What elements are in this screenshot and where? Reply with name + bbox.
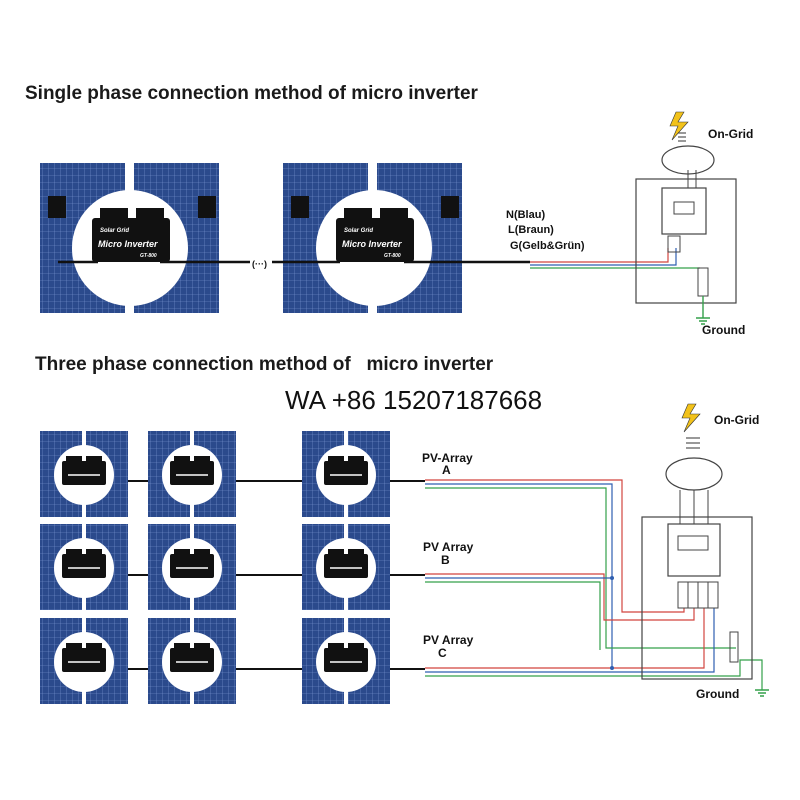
on-grid-label-single: On-Grid	[708, 127, 753, 141]
ground-label-three: Ground	[696, 687, 739, 701]
on-grid-label-three: On-Grid	[714, 413, 759, 427]
svg-text:GT-800: GT-800	[384, 253, 401, 259]
solar-panel-pair	[302, 431, 390, 517]
micro-inverter	[170, 549, 214, 578]
solar-panel-pair	[302, 618, 390, 704]
solar-panel-pair	[148, 618, 236, 704]
micro-inverter	[170, 643, 214, 672]
svg-text:GT-800: GT-800	[140, 253, 157, 259]
three-phase-title: Three phase connection method of micro i…	[35, 354, 494, 375]
array-b-label-1: PV Array	[423, 540, 474, 554]
distribution-box-three	[641, 490, 769, 697]
svg-text:Solar Grid: Solar Grid	[344, 228, 373, 234]
svg-text:Solar Grid: Solar Grid	[100, 228, 129, 234]
solar-panel-pair	[148, 524, 236, 610]
solar-panel-pair	[302, 524, 390, 610]
array-a-label-1: PV-Array	[422, 451, 473, 465]
single-phase-title: Single phase connection method of micro …	[25, 83, 479, 104]
array-c-label-2: C	[438, 646, 447, 660]
distribution-box-single	[635, 170, 737, 325]
svg-text:Micro Inverter: Micro Inverter	[98, 239, 158, 249]
micro-inverter	[324, 549, 368, 578]
grid-meter	[661, 145, 715, 175]
micro-inverter	[62, 643, 106, 672]
solar-panel-pair	[148, 431, 236, 517]
lightning-icon	[669, 111, 689, 141]
three-phase-panels	[40, 431, 425, 704]
micro-inverter	[170, 456, 214, 485]
array-a-label-2: A	[442, 463, 451, 477]
array-b-label-2: B	[441, 553, 450, 567]
lightning-icon	[681, 403, 701, 433]
micro-inverter-2: Solar Grid Micro Inverter GT-800	[336, 208, 414, 262]
solar-panel-pair	[40, 524, 128, 610]
wire-label-g: G(Gelb&Grün)	[510, 240, 585, 252]
wire-label-l: L(Braun)	[508, 224, 554, 236]
micro-inverter-1: Solar Grid Micro Inverter GT-800	[92, 208, 170, 262]
three-phase-wiring	[425, 479, 763, 690]
micro-inverter	[324, 643, 368, 672]
micro-inverter	[62, 456, 106, 485]
micro-inverter	[62, 549, 106, 578]
grid-meter-three	[665, 457, 723, 491]
solar-panel-pair	[40, 618, 128, 704]
micro-inverter	[324, 456, 368, 485]
chain-ellipsis: (···)	[252, 259, 267, 269]
contact-number: WA +86 15207187668	[285, 385, 542, 415]
ground-label-single: Ground	[702, 323, 745, 337]
array-c-label-1: PV Array	[423, 633, 474, 647]
solar-panel-pair	[40, 431, 128, 517]
svg-text:Micro Inverter: Micro Inverter	[342, 239, 402, 249]
wire-label-n: N(Blau)	[506, 209, 545, 221]
